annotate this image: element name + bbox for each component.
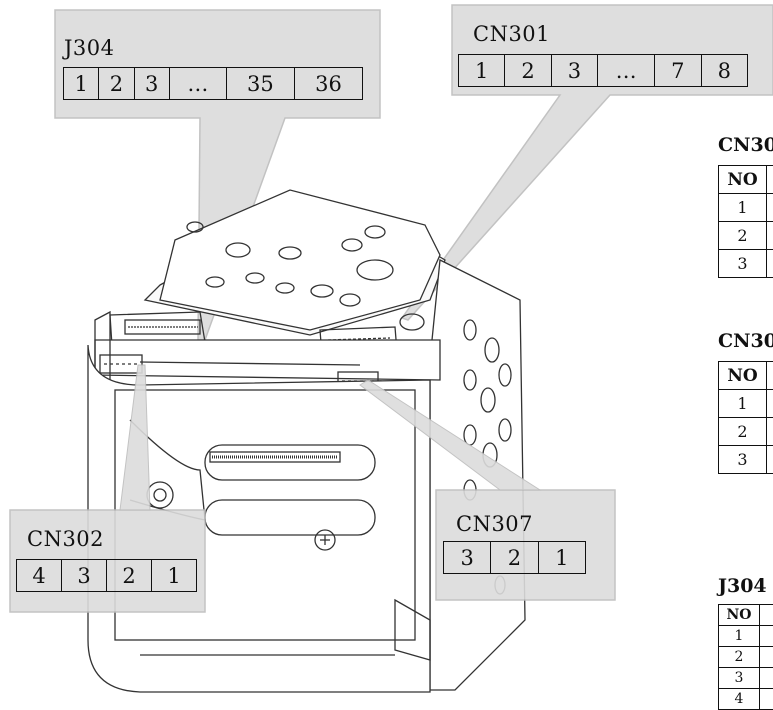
table-cell [760,668,773,689]
pin-cell: 4 [17,560,62,592]
side-table-1: NO 1 2 3 [718,165,773,278]
table-cell: 1 [719,626,760,647]
pin-cell: … [598,55,655,87]
table-cell: 3 [719,446,767,474]
pin-cell: 2 [107,560,152,592]
pin-cell: 1 [538,542,585,574]
table-cell [767,166,773,194]
table-cell [767,362,773,390]
side-table-1-label: CN30 [718,134,773,156]
pin-cell: 35 [226,68,294,100]
table-cell [767,446,773,474]
pin-cell: 1 [459,55,505,87]
pin-cell: 1 [152,560,197,592]
table-cell: 2 [719,647,760,668]
table-cell [760,689,773,710]
pin-cell: 3 [551,55,597,87]
table-header: NO [719,362,767,390]
pin-cell: 2 [505,55,551,87]
pin-cell: 3 [444,542,491,574]
side-table-3-label: J304 ( [718,575,773,597]
pin-cell: 2 [491,542,538,574]
callout-j304-title: J304 [64,36,115,60]
table-cell [760,647,773,668]
pin-cell: 8 [701,55,747,87]
pin-cell: 1 [64,68,99,100]
table-cell [760,605,773,626]
pin-cell: 3 [134,68,169,100]
table-cell [767,222,773,250]
pin-cell: 7 [655,55,701,87]
table-cell [767,418,773,446]
pin-cell: 2 [99,68,134,100]
table-cell: 3 [719,668,760,689]
pin-cell: 36 [294,68,362,100]
table-cell: 2 [719,418,767,446]
callout-cn302-pins: 4 3 2 1 [16,559,197,592]
callout-cn307-pins: 3 2 1 [443,541,586,574]
pin-cell: … [169,68,226,100]
table-cell [760,626,773,647]
callout-cn307-title: CN307 [456,512,533,536]
table-header: NO [719,166,767,194]
callout-cn301-pins: 1 2 3 … 7 8 [458,54,748,87]
side-table-2-label: CN30 [718,330,773,352]
table-cell [767,390,773,418]
table-cell [767,194,773,222]
table-cell: 4 [719,689,760,710]
table-cell: 2 [719,222,767,250]
table-cell: 3 [719,250,767,278]
table-cell: 1 [719,194,767,222]
table-cell: 1 [719,390,767,418]
callout-cn302-title: CN302 [27,527,104,551]
table-header: NO [719,605,760,626]
side-table-3: NO 1 2 3 4 [718,604,773,710]
side-table-2: NO 1 2 3 [718,361,773,474]
callout-j304-pins: 1 2 3 … 35 36 [63,67,363,100]
pin-cell: 3 [62,560,107,592]
callout-cn301-title: CN301 [473,22,550,46]
table-cell [767,250,773,278]
